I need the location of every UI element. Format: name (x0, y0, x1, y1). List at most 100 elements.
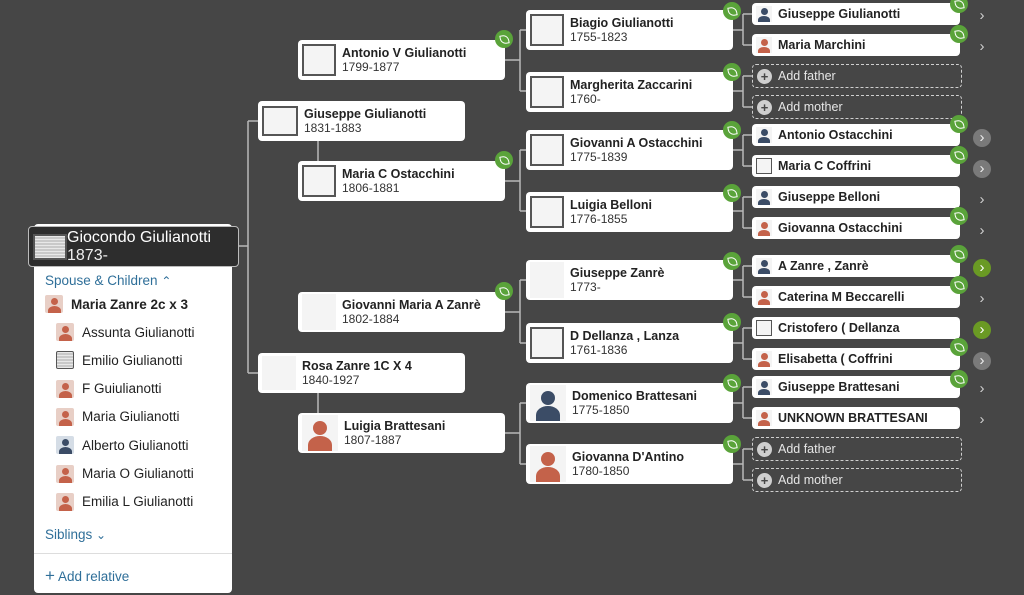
add-parent-label: Add father (778, 442, 836, 456)
child-name: Emilio Giulianotti (82, 352, 183, 368)
ancestor-card[interactable]: Giuseppe Belloni (752, 186, 960, 208)
person-years: 1776-1855 (570, 212, 628, 226)
chevron-right-icon[interactable]: › (973, 259, 991, 277)
ancestor-card[interactable]: A Zanre , Zanrè (752, 255, 960, 277)
chevron-right-icon[interactable]: › (979, 191, 985, 208)
record-thumbnail (262, 106, 298, 136)
add-mother-button[interactable]: +Add mother (752, 95, 962, 119)
chevron-right-icon[interactable]: › (979, 290, 985, 307)
record-thumbnail (56, 351, 74, 370)
chevron-right-icon[interactable]: › (979, 380, 985, 397)
person-name: Maria Marchini (778, 38, 866, 52)
record-hint-leaf-icon[interactable] (495, 151, 513, 169)
chevron-right-icon[interactable]: › (973, 352, 991, 370)
grandparent-card[interactable]: Maria C Ostacchini 1806-1881 (298, 161, 505, 201)
person-years: 1780-1850 (572, 464, 630, 478)
record-hint-leaf-icon[interactable] (950, 0, 968, 13)
add-father-button[interactable]: +Add father (752, 437, 962, 461)
child-row[interactable]: Maria Giulianotti (56, 407, 180, 426)
ancestor-card[interactable]: Antonio Ostacchini (752, 124, 960, 146)
chevron-right-icon[interactable]: › (979, 411, 985, 428)
chevron-right-icon[interactable]: › (973, 160, 991, 178)
ancestor-card[interactable]: Cristofero ( Dellanza (752, 317, 960, 339)
male-avatar-icon (756, 6, 772, 22)
child-row[interactable]: F Guiulianotti (56, 379, 162, 398)
ancestor-card[interactable]: Maria Marchini (752, 34, 960, 56)
person-name: Luigia Brattesani (344, 419, 446, 433)
record-hint-leaf-icon[interactable] (723, 2, 741, 20)
person-years: 1775-1839 (570, 150, 628, 164)
add-father-button[interactable]: +Add father (752, 64, 962, 88)
record-hint-leaf-icon[interactable] (723, 252, 741, 270)
record-hint-leaf-icon[interactable] (950, 25, 968, 43)
grandparent-card[interactable]: Giovanni Maria A Zanrè 1802-1884 (298, 292, 505, 332)
panel-divider (34, 553, 232, 554)
person-name: Elisabetta ( Coffrini (778, 352, 893, 366)
chevron-right-icon[interactable]: › (979, 38, 985, 55)
record-hint-leaf-icon[interactable] (723, 121, 741, 139)
chevron-right-icon[interactable]: › (979, 7, 985, 24)
child-row[interactable]: Assunta Giulianotti (56, 323, 195, 341)
record-hint-leaf-icon[interactable] (950, 115, 968, 133)
record-hint-leaf-icon[interactable] (950, 245, 968, 263)
mother-card[interactable]: Rosa Zanre 1C X 4 1840-1927 (258, 353, 465, 393)
child-name: Alberto Giulianotti (82, 437, 189, 453)
chevron-right-icon[interactable]: › (973, 321, 991, 339)
ancestor-card[interactable]: Giuseppe Giulianotti (752, 3, 960, 25)
ancestor-card[interactable]: Caterina M Beccarelli (752, 286, 960, 308)
add-relative-button[interactable]: + Add relative (45, 566, 129, 586)
record-hint-leaf-icon[interactable] (723, 184, 741, 202)
plus-icon: + (757, 472, 772, 488)
grandparent-card[interactable]: Luigia Brattesani 1807-1887 (298, 413, 505, 453)
male-avatar-icon (56, 436, 74, 455)
focus-person-years: 1873- (67, 246, 108, 264)
record-hint-leaf-icon[interactable] (950, 338, 968, 356)
person-years: 1773- (570, 280, 601, 294)
record-hint-leaf-icon[interactable] (495, 282, 513, 300)
female-avatar-icon (756, 410, 772, 426)
ancestor-card[interactable]: Elisabetta ( Coffrini (752, 348, 960, 370)
siblings-toggle[interactable]: Siblings ⌄ (45, 527, 106, 542)
record-hint-leaf-icon[interactable] (950, 207, 968, 225)
child-row[interactable]: Emilia L Giulianotti (56, 492, 193, 511)
child-row[interactable]: Emilio Giulianotti (56, 351, 183, 370)
father-card[interactable]: Giuseppe Giulianotti 1831-1883 (258, 101, 465, 141)
person-years: 1806-1881 (342, 181, 400, 195)
record-hint-leaf-icon[interactable] (723, 374, 741, 392)
record-hint-leaf-icon[interactable] (495, 30, 513, 48)
ancestor-card[interactable]: Giuseppe Brattesani (752, 376, 960, 398)
record-hint-leaf-icon[interactable] (950, 276, 968, 294)
spouse-row[interactable]: Maria Zanre 2c x 3 (45, 295, 188, 313)
add-parent-label: Add father (778, 69, 836, 83)
female-avatar-icon (530, 446, 566, 482)
record-hint-leaf-icon[interactable] (723, 63, 741, 81)
chevron-right-icon[interactable]: › (979, 222, 985, 239)
ancestor-card[interactable]: Maria C Coffrini (752, 155, 960, 177)
child-row[interactable]: Maria O Giulianotti (56, 464, 194, 483)
add-mother-button[interactable]: +Add mother (752, 468, 962, 492)
add-parent-label: Add mother (778, 100, 843, 114)
male-avatar-icon (530, 385, 566, 421)
ancestor-card[interactable]: Giovanna Ostacchini (752, 217, 960, 239)
record-hint-leaf-icon[interactable] (723, 313, 741, 331)
record-hint-leaf-icon[interactable] (950, 370, 968, 388)
child-row[interactable]: Alberto Giulianotti (56, 436, 189, 455)
grandparent-card[interactable]: Antonio V Giulianotti 1799-1877 (298, 40, 505, 80)
ancestor-card[interactable]: UNKNOWN BRATTESANI (752, 407, 960, 429)
record-hint-leaf-icon[interactable] (950, 146, 968, 164)
spouse-children-toggle[interactable]: Spouse & Children ⌃ (45, 273, 171, 288)
person-name: Maria C Coffrini (778, 159, 872, 173)
person-name: Antonio Ostacchini (778, 128, 893, 142)
record-thumbnail (530, 134, 564, 166)
chevron-right-icon[interactable]: › (973, 129, 991, 147)
record-hint-leaf-icon[interactable] (723, 435, 741, 453)
focus-person-card[interactable]: Giocondo Giulianotti 1873- (28, 226, 239, 267)
